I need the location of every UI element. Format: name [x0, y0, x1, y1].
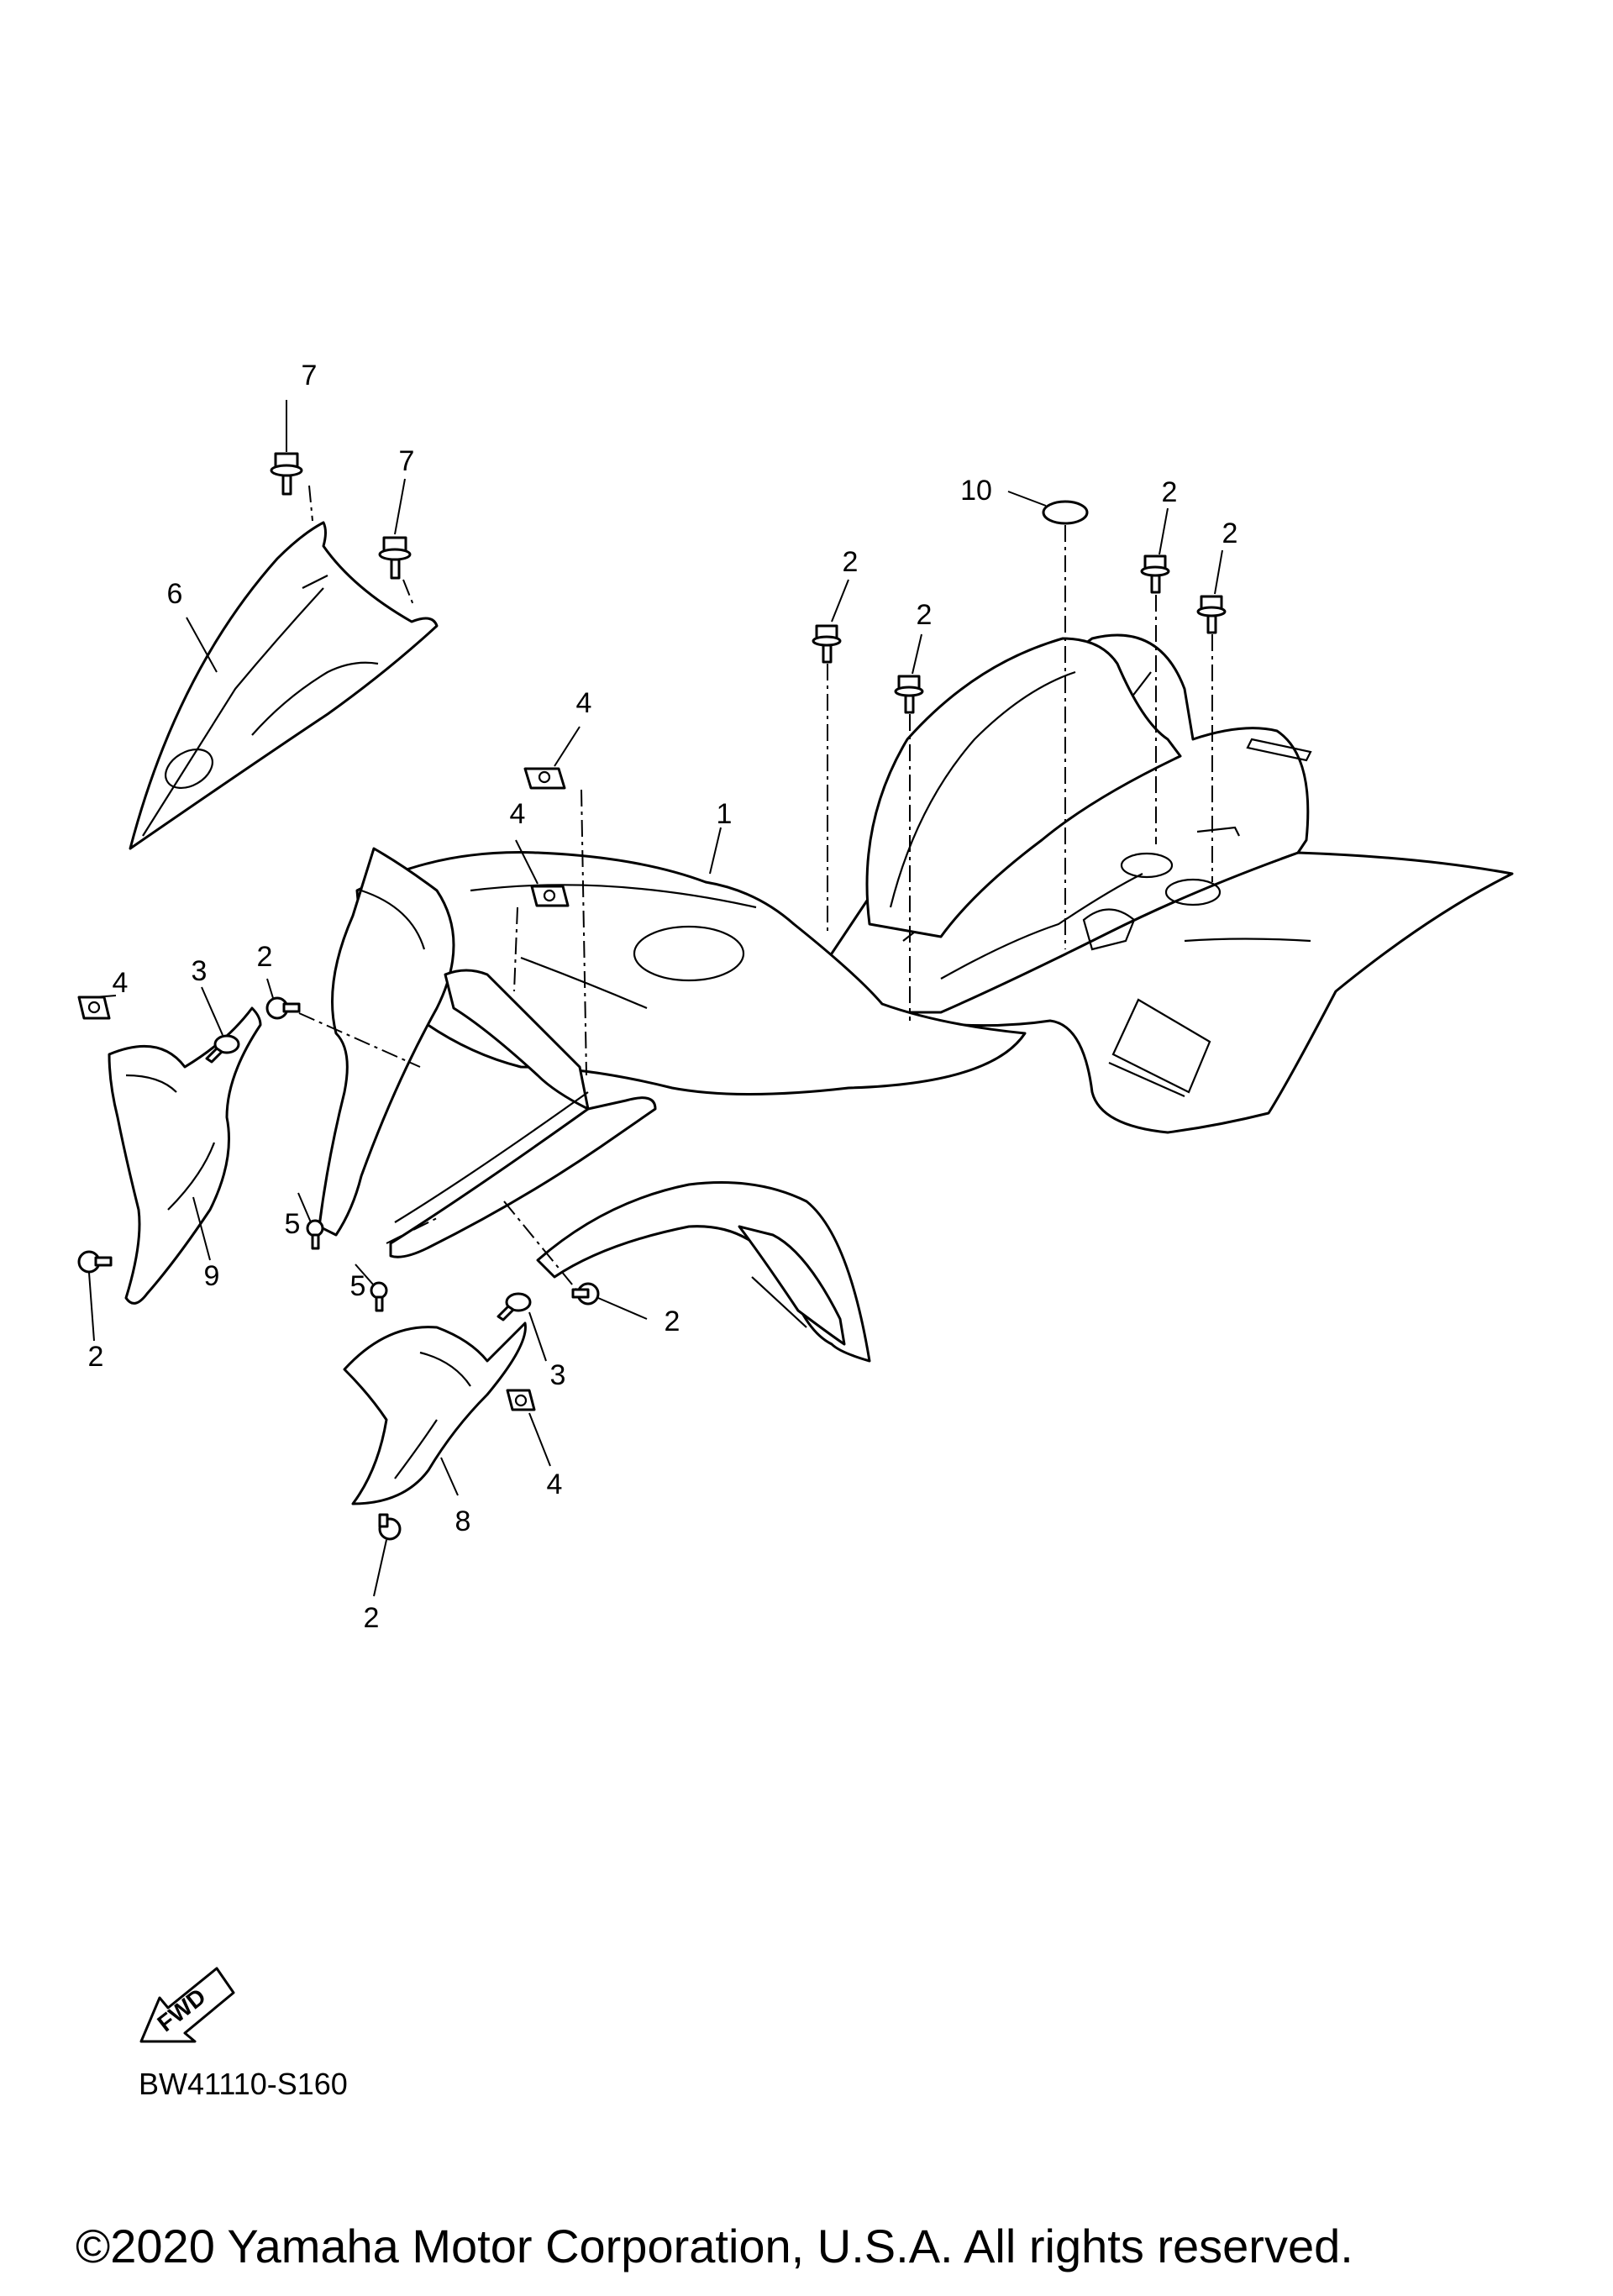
bolt-icon: [812, 624, 842, 664]
rivet-icon: [306, 1219, 324, 1250]
copyright-notice: ©2020 Yamaha Motor Corporation, U.S.A. A…: [76, 2220, 1353, 2272]
callout-2: 2: [917, 599, 933, 631]
callout-1: 1: [717, 798, 733, 830]
callout-7: 7: [302, 360, 318, 391]
callout-5: 5: [285, 1208, 301, 1240]
callout-2: 2: [88, 1341, 104, 1373]
callout-2: 2: [1222, 518, 1238, 549]
callout-2: 2: [665, 1306, 680, 1337]
callout-4: 4: [547, 1468, 563, 1500]
bolt-icon: [265, 996, 301, 1020]
screw-icon: [497, 1292, 532, 1321]
callout-4: 4: [113, 967, 129, 999]
callout-3: 3: [550, 1359, 566, 1391]
diagram-code: BW41110-S160: [139, 2067, 348, 2101]
callout-5: 5: [350, 1270, 366, 1302]
callout-2: 2: [257, 941, 273, 973]
bolt-icon: [1196, 595, 1227, 634]
callout-2: 2: [843, 546, 859, 578]
leader-lines: [88, 400, 1223, 1597]
clip-icon: [530, 885, 570, 907]
callouts: 1 2 2 2 2 2 2 2 2 3 3 4 4 4 4 5 5 6 7 7 …: [88, 360, 1238, 1634]
bolt-icon: [378, 536, 412, 580]
callout-9: 9: [204, 1260, 220, 1292]
fender-assembly: [318, 633, 1514, 1363]
clip-icon: [523, 767, 566, 790]
callout-2: 2: [364, 1602, 380, 1634]
callout-6: 6: [167, 578, 183, 610]
bolt-icon: [1140, 554, 1170, 594]
bolt-icon: [894, 675, 924, 714]
bolt-icon: [571, 1282, 600, 1306]
clip-icon: [77, 996, 111, 1020]
assembly-lines: [298, 485, 1213, 1290]
front-cover-part-6: [129, 521, 439, 850]
bolt-icon: [270, 452, 303, 496]
bolt-icon: [77, 1250, 113, 1274]
callout-10: 10: [960, 475, 992, 507]
side-cover-part-9: [108, 1006, 262, 1305]
fasteners: [77, 452, 1227, 1541]
callout-4: 4: [576, 687, 592, 719]
rivet-icon: [370, 1281, 388, 1312]
screw-icon: [205, 1034, 240, 1064]
clip-icon: [506, 1389, 536, 1411]
side-cover-part-8: [343, 1321, 527, 1505]
fwd-arrow-icon: FWD: [139, 1967, 235, 2043]
callout-8: 8: [455, 1505, 471, 1537]
callout-4: 4: [510, 798, 526, 830]
grommet-icon: [1042, 500, 1089, 525]
bolt-icon: [378, 1513, 402, 1541]
callout-3: 3: [192, 955, 208, 987]
callout-7: 7: [399, 445, 415, 477]
callout-2: 2: [1162, 476, 1178, 508]
